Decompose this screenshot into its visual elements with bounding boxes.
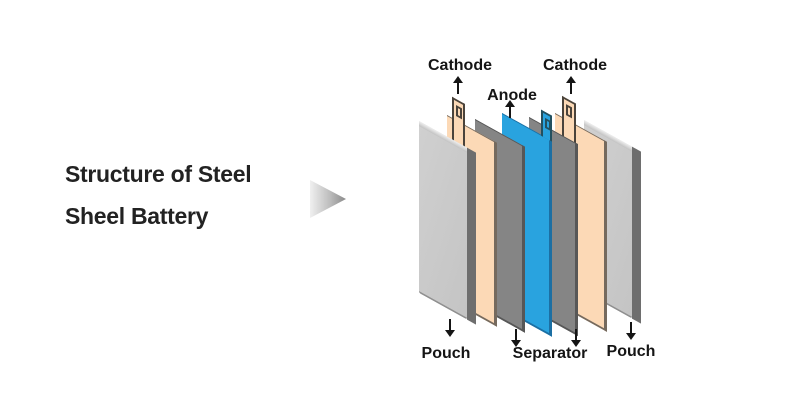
- up-arrow-icon: [505, 100, 515, 118]
- tab-hole-icon: [545, 117, 551, 132]
- label-pouch-right: Pouch: [606, 343, 656, 360]
- pouch-side-face: [632, 146, 641, 324]
- up-arrow-icon: [566, 76, 576, 94]
- label-cathode-right: Cathode: [543, 57, 607, 74]
- label-separator: Separator: [512, 345, 588, 362]
- label-anode: Anode: [487, 87, 537, 104]
- anode-tab: [541, 109, 552, 142]
- tab-hole-icon: [456, 104, 462, 120]
- down-arrow-icon: [511, 329, 521, 347]
- layer-pouch-left: [419, 121, 476, 325]
- figure-title-line-2: Sheel Battery: [65, 203, 209, 229]
- figure-title-line-1: Structure of Steel: [65, 161, 252, 187]
- label-cathode-left: Cathode: [428, 57, 492, 74]
- up-arrow-icon: [453, 76, 463, 94]
- down-arrow-icon: [626, 322, 636, 340]
- right-arrow-icon: [310, 180, 346, 218]
- figure-title: Structure of Steel Sheel Battery: [65, 153, 252, 237]
- label-pouch-left: Pouch: [421, 345, 471, 362]
- down-arrow-icon: [445, 319, 455, 337]
- tab-hole-icon: [566, 104, 572, 119]
- pouch-side-face: [467, 147, 476, 325]
- down-arrow-icon: [571, 329, 581, 347]
